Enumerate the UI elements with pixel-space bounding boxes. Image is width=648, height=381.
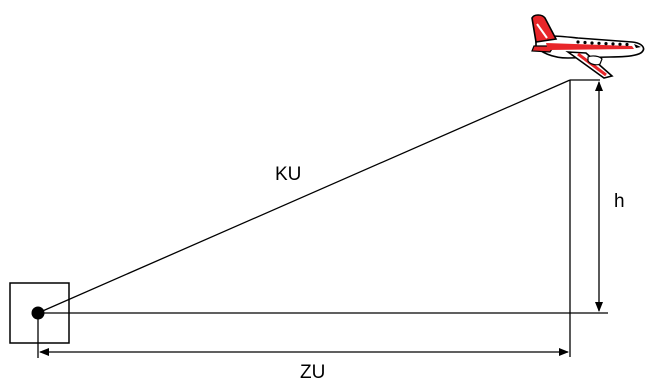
slant-range-label: KU [275, 164, 301, 185]
height-label: h [614, 191, 625, 212]
airplane-icon [531, 14, 645, 79]
ground-range-label: ZU [300, 362, 325, 381]
slant-range-line [37, 79, 571, 314]
